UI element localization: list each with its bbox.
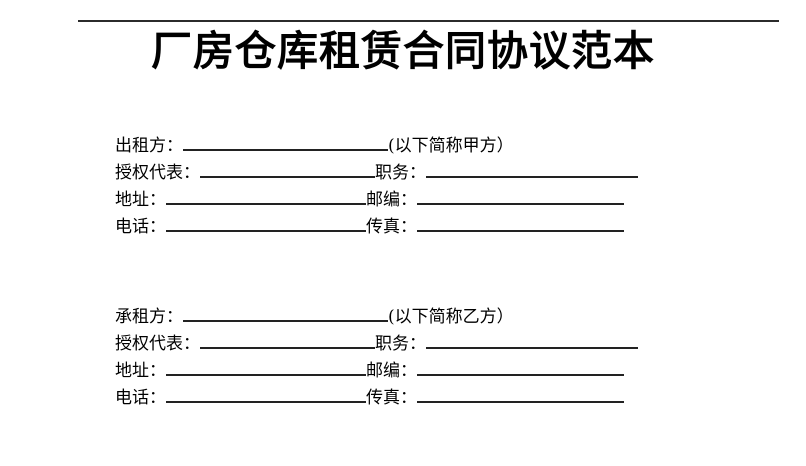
input-lessee-address[interactable] xyxy=(166,357,366,376)
page-title: 厂房仓库租赁合同协议范本 xyxy=(151,27,655,75)
label-lessor-representative: 授权代表： xyxy=(115,163,200,183)
input-lessee-postcode[interactable] xyxy=(417,357,624,376)
row-lessee-party: 承租方： (以下简称乙方） xyxy=(115,303,715,330)
suffix-lessor-party: (以下简称甲方） xyxy=(388,136,514,156)
input-lessor-postcode[interactable] xyxy=(417,186,624,205)
header-rule xyxy=(78,20,779,22)
input-lessor-telephone[interactable] xyxy=(166,213,366,232)
row-lessee-telephone: 电话： 传真： xyxy=(115,384,715,411)
label-lessee-representative: 授权代表： xyxy=(115,334,200,354)
label-lessor-position: 职务： xyxy=(375,163,426,183)
label-lessor-fax: 传真： xyxy=(366,217,417,237)
input-lessor-fax[interactable] xyxy=(417,213,624,232)
label-lessee-position: 职务： xyxy=(375,334,426,354)
row-lessor-representative: 授权代表： 职务： xyxy=(115,159,715,186)
label-lessee-telephone: 电话： xyxy=(115,388,166,408)
label-lessee-address: 地址： xyxy=(115,361,166,381)
row-lessor-party: 出租方： (以下简称甲方） xyxy=(115,132,715,159)
row-lessee-address: 地址： 邮编： xyxy=(115,357,715,384)
lessee-block: 承租方： (以下简称乙方） 授权代表： 职务： 地址： 邮编： 电话： 传真： xyxy=(115,303,715,411)
label-lessor-telephone: 电话： xyxy=(115,217,166,237)
input-lessee-telephone[interactable] xyxy=(166,384,366,403)
label-lessee-postcode: 邮编： xyxy=(366,361,417,381)
label-lessor-party: 出租方： xyxy=(115,136,183,156)
lessor-block: 出租方： (以下简称甲方） 授权代表： 职务： 地址： 邮编： 电话： 传真： xyxy=(115,132,715,240)
label-lessee-fax: 传真： xyxy=(366,388,417,408)
input-lessee-fax[interactable] xyxy=(417,384,624,403)
row-lessor-telephone: 电话： 传真： xyxy=(115,213,715,240)
input-lessor-representative[interactable] xyxy=(200,159,375,178)
input-lessor-address[interactable] xyxy=(166,186,366,205)
label-lessee-party: 承租方： xyxy=(115,307,183,327)
row-lessee-representative: 授权代表： 职务： xyxy=(115,330,715,357)
row-lessor-address: 地址： 邮编： xyxy=(115,186,715,213)
input-lessee-representative[interactable] xyxy=(200,330,375,349)
label-lessor-address: 地址： xyxy=(115,190,166,210)
input-lessor-party[interactable] xyxy=(183,132,388,151)
label-lessor-postcode: 邮编： xyxy=(366,190,417,210)
input-lessee-position[interactable] xyxy=(426,330,638,349)
input-lessee-party[interactable] xyxy=(183,303,388,322)
suffix-lessee-party: (以下简称乙方） xyxy=(388,307,514,327)
input-lessor-position[interactable] xyxy=(426,159,638,178)
